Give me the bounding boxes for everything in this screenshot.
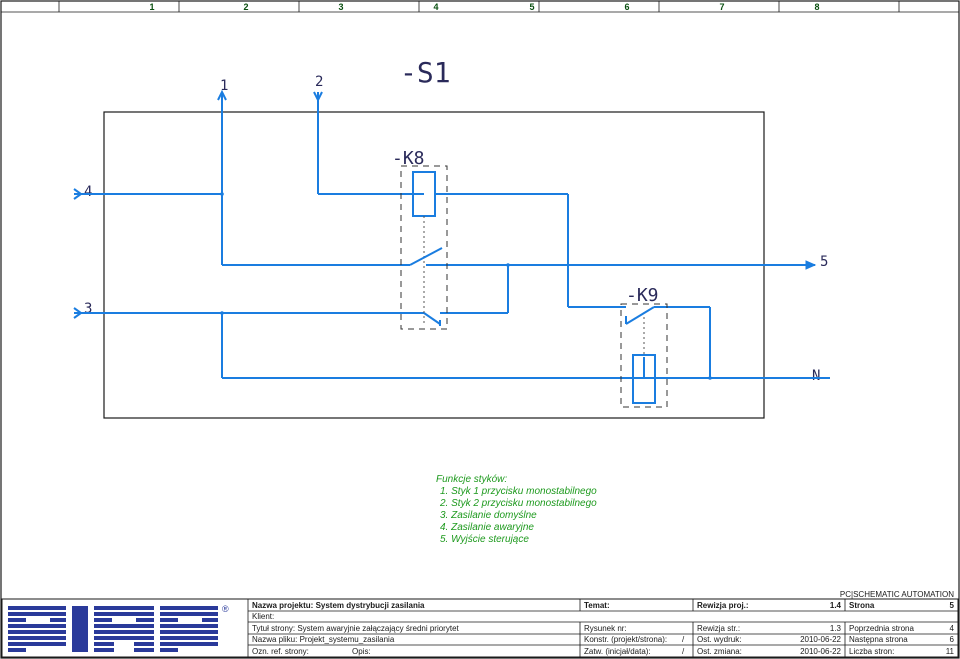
piap-logo: ® <box>8 604 229 652</box>
terminal-label-3: 3 <box>84 301 92 317</box>
note-line: 5. Wyjście sterujące <box>440 534 529 545</box>
column-number: 7 <box>719 2 724 12</box>
title-block: PC|SCHEMATIC AUTOMATION <box>1 590 959 658</box>
file-name-field: Nazwa pliku: Projekt_systemu_zasilania <box>252 635 395 644</box>
column-number: 6 <box>624 2 629 12</box>
relay-k8 <box>400 165 448 330</box>
relay-k9 <box>620 303 668 408</box>
note-line: 1. Styk 1 przycisku monostabilnego <box>440 486 597 497</box>
terminal-2-arrow-icon <box>313 91 323 112</box>
client-label: Klient: <box>252 612 274 621</box>
note-line: 3. Zasilanie domyślne <box>440 510 537 521</box>
terminal-label-4: 4 <box>84 184 92 200</box>
note-line: 4. Zasilanie awaryjne <box>440 522 534 533</box>
brand-label: PC|SCHEMATIC AUTOMATION <box>840 590 954 599</box>
column-number: 1 <box>149 2 154 12</box>
page-count-value: 11 <box>946 647 955 656</box>
k8-contact-nc-icon <box>423 312 441 325</box>
terminal-label-1: 1 <box>220 78 228 94</box>
change-date-value: 2010-06-22 <box>800 647 841 656</box>
page-title-field: Tytuł strony: System awaryjnie załączają… <box>252 624 460 633</box>
terminal-4-arrow-icon <box>73 188 104 200</box>
terminal-label-2: 2 <box>315 74 323 90</box>
next-page-label: Następna strona <box>849 635 908 644</box>
drawing-number-label: Rysunek nr: <box>584 624 627 633</box>
previous-page-value: 4 <box>950 624 955 633</box>
project-revision-label: Rewizja proj.: <box>697 601 749 610</box>
topic-label: Temat: <box>584 601 610 610</box>
column-ruler: 1 2 3 4 5 6 7 8 <box>58 1 900 12</box>
column-number: 8 <box>814 2 819 12</box>
column-number: 2 <box>243 2 248 12</box>
print-date-value: 2010-06-22 <box>800 635 841 644</box>
page-label: Strona <box>849 601 875 610</box>
description-label: Opis: <box>352 647 371 656</box>
column-number: 4 <box>433 2 438 12</box>
logo-registered-mark: ® <box>222 604 229 614</box>
designer-label: Konstr. (projekt/strona): <box>584 635 667 644</box>
project-name: Nazwa projektu: System dystrybucji zasil… <box>252 601 425 610</box>
note-line: 2. Styk 2 przycisku monostabilnego <box>439 498 597 509</box>
approved-label: Zatw. (inicjał/data): <box>584 647 651 656</box>
terminal-3-arrow-icon <box>73 307 104 319</box>
page-value: 5 <box>950 601 955 610</box>
note-heading: Funkcje styków: <box>436 474 507 485</box>
contact-functions-note: Funkcje styków: 1. Styk 1 przycisku mono… <box>436 474 597 545</box>
page-revision-value: 1.3 <box>830 624 842 633</box>
page-revision-label: Rewizja str.: <box>697 624 740 633</box>
k8-label: -K8 <box>392 148 425 169</box>
terminal-label-5: 5 <box>820 254 828 270</box>
terminal-5-arrow-icon <box>764 260 817 270</box>
k9-coil-icon <box>632 354 656 404</box>
print-date-label: Ost. wydruk: <box>697 635 741 644</box>
k8-contact-no-icon <box>409 247 443 266</box>
page-count-label: Liczba stron: <box>849 647 894 656</box>
terminal-label-n: N <box>812 368 820 384</box>
designer-value: / <box>682 635 685 644</box>
ref-page-label: Ozn. ref. strony: <box>252 647 309 656</box>
next-page-value: 6 <box>950 635 955 644</box>
terminal-1-arrow-icon <box>217 89 227 112</box>
k9-contact-icon <box>625 306 655 325</box>
sheet-title: -S1 <box>400 56 451 89</box>
previous-page-label: Poprzednia strona <box>849 624 914 633</box>
column-number: 5 <box>529 2 534 12</box>
change-date-label: Ost. zmiana: <box>697 647 742 656</box>
wiring <box>104 112 764 380</box>
approved-value: / <box>682 647 685 656</box>
column-number: 3 <box>338 2 343 12</box>
project-revision-value: 1.4 <box>830 601 842 610</box>
k9-label: -K9 <box>626 285 659 306</box>
